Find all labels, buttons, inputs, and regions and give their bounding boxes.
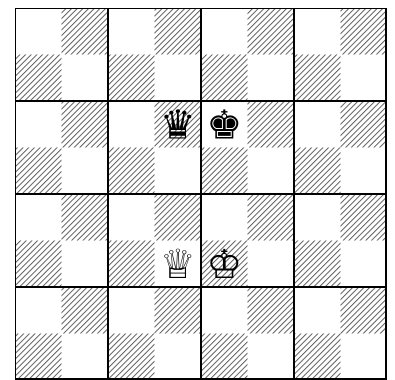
board-square-5-3[interactable]	[248, 148, 295, 195]
board-square-3-7[interactable]	[155, 334, 202, 380]
board-square-5-0[interactable]	[248, 8, 295, 55]
board-square-0-3[interactable]	[15, 148, 62, 195]
board-square-5-6[interactable]	[248, 287, 295, 334]
board-square-4-7[interactable]	[201, 334, 248, 380]
board-square-0-0[interactable]	[15, 8, 62, 55]
board-square-3-0[interactable]	[155, 8, 202, 55]
board-square-5-2[interactable]	[248, 101, 295, 148]
board-square-5-1[interactable]	[248, 55, 295, 102]
board-square-3-3[interactable]	[155, 148, 202, 195]
board-square-3-4[interactable]	[155, 194, 202, 241]
board-square-2-4[interactable]	[108, 194, 155, 241]
board-square-6-4[interactable]	[294, 194, 341, 241]
board-square-4-6[interactable]	[201, 287, 248, 334]
board-square-5-7[interactable]	[248, 334, 295, 380]
chess-board-svg: ♛♚ ♕♔	[15, 8, 387, 380]
board-square-6-2[interactable]	[294, 101, 341, 148]
board-square-6-6[interactable]	[294, 287, 341, 334]
chess-board: ♛♚ ♕♔	[15, 8, 387, 380]
board-square-4-0[interactable]	[201, 8, 248, 55]
board-square-2-3[interactable]	[108, 148, 155, 195]
board-square-0-7[interactable]	[15, 334, 62, 380]
board-square-5-4[interactable]	[248, 194, 295, 241]
board-square-1-4[interactable]	[62, 194, 109, 241]
board-square-0-2[interactable]	[15, 101, 62, 148]
board-square-2-5[interactable]	[108, 241, 155, 288]
board-square-7-3[interactable]	[341, 148, 388, 195]
board-square-4-3[interactable]	[201, 148, 248, 195]
board-square-2-6[interactable]	[108, 287, 155, 334]
board-square-0-1[interactable]	[15, 55, 62, 102]
black-king-icon[interactable]: ♚	[206, 102, 242, 148]
board-square-7-0[interactable]	[341, 8, 388, 55]
board-square-1-5[interactable]	[62, 241, 109, 288]
board-square-7-7[interactable]	[341, 334, 388, 380]
board-square-0-4[interactable]	[15, 194, 62, 241]
board-square-7-6[interactable]	[341, 287, 388, 334]
white-king-icon[interactable]: ♔	[206, 242, 242, 288]
board-square-2-2[interactable]	[108, 101, 155, 148]
board-square-1-3[interactable]	[62, 148, 109, 195]
board-square-4-4[interactable]	[201, 194, 248, 241]
board-square-0-5[interactable]	[15, 241, 62, 288]
board-square-7-5[interactable]	[341, 241, 388, 288]
board-square-1-6[interactable]	[62, 287, 109, 334]
black-queen-icon[interactable]: ♛	[160, 102, 196, 148]
board-square-2-1[interactable]	[108, 55, 155, 102]
board-square-7-4[interactable]	[341, 194, 388, 241]
white-queen-icon[interactable]: ♕	[160, 242, 196, 288]
board-square-3-1[interactable]	[155, 55, 202, 102]
board-square-6-3[interactable]	[294, 148, 341, 195]
board-square-4-1[interactable]	[201, 55, 248, 102]
board-square-3-6[interactable]	[155, 287, 202, 334]
board-square-5-5[interactable]	[248, 241, 295, 288]
board-square-6-0[interactable]	[294, 8, 341, 55]
board-square-6-7[interactable]	[294, 334, 341, 380]
board-square-1-1[interactable]	[62, 55, 109, 102]
board-square-6-1[interactable]	[294, 55, 341, 102]
board-square-1-2[interactable]	[62, 101, 109, 148]
board-square-1-7[interactable]	[62, 334, 109, 380]
board-square-1-0[interactable]	[62, 8, 109, 55]
board-square-2-0[interactable]	[108, 8, 155, 55]
board-square-7-1[interactable]	[341, 55, 388, 102]
board-square-2-7[interactable]	[108, 334, 155, 380]
board-square-0-6[interactable]	[15, 287, 62, 334]
board-square-6-5[interactable]	[294, 241, 341, 288]
board-square-7-2[interactable]	[341, 101, 388, 148]
